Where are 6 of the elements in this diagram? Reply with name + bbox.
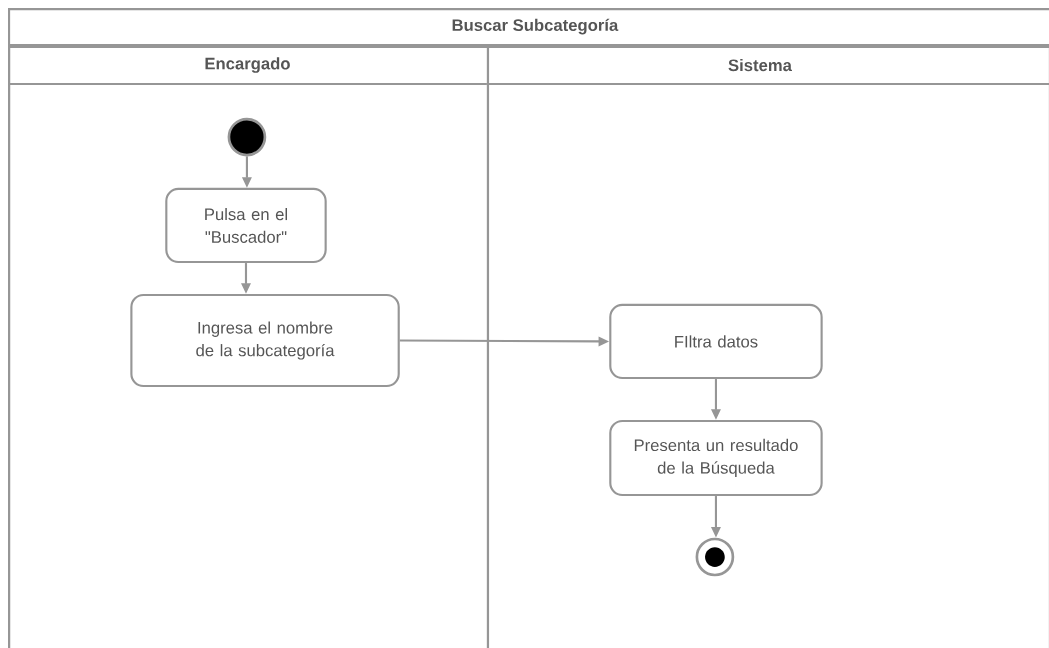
start-node <box>227 117 267 157</box>
activity-box: FIltra datos <box>609 303 823 380</box>
activity-box: Ingresa el nombre de la subcategoría <box>130 294 400 388</box>
activity-box: Presenta un resultado de la Búsqueda <box>609 419 823 497</box>
activity-box: Pulsa en el "Buscador" <box>165 187 327 264</box>
end-node <box>695 537 735 577</box>
